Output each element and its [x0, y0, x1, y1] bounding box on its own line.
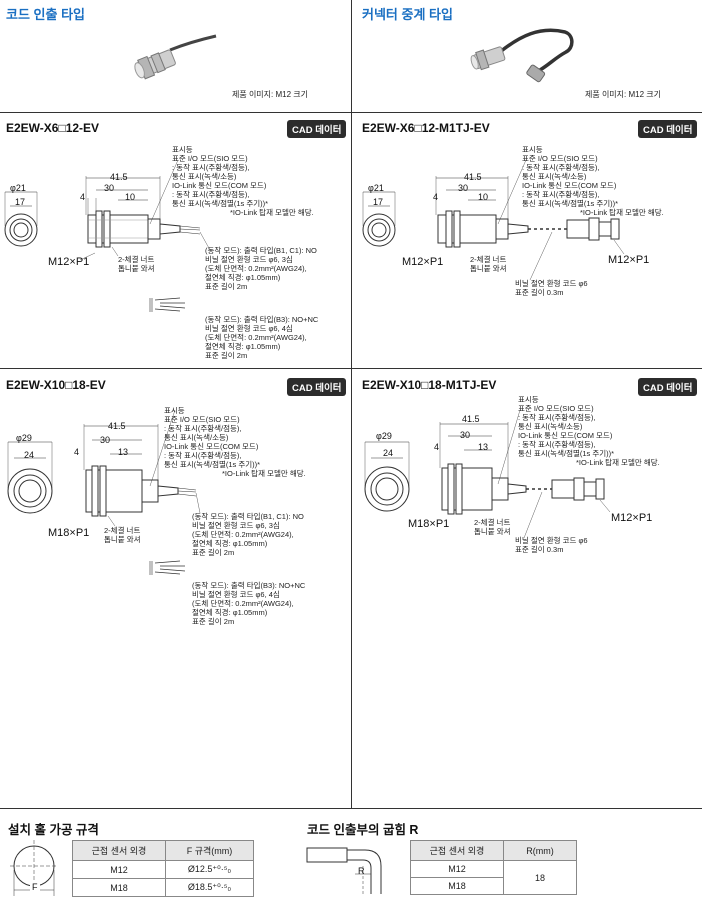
- panel3-thread: M18×P1: [48, 527, 90, 539]
- panel4-dim-13: 13: [478, 442, 489, 452]
- divider-2: [0, 368, 702, 369]
- panel3-drawing: [7, 409, 201, 575]
- panel2-dim-phi: φ21: [368, 183, 384, 193]
- sensor-photo-connector: [470, 28, 574, 83]
- panel4-dim-phi: φ29: [376, 431, 392, 441]
- panel1-cad-button[interactable]: CAD 데이터: [287, 120, 347, 138]
- mount-f-label: F: [30, 882, 40, 892]
- panel3-dim-41-5: 41.5: [108, 421, 126, 431]
- panel4-thread: M18×P1: [408, 518, 450, 530]
- panel1-dim-30: 30: [104, 183, 115, 193]
- mount-spec-table: 근접 센서 외경 F 규격(mm) M12 Ø12.5⁺⁰·⁵₀ M18 Ø18…: [72, 840, 254, 897]
- panel2-dim-inner: 17: [373, 197, 384, 207]
- panel1-model: E2EW-X6□12-EV: [6, 121, 100, 135]
- panel3-dim-13: 13: [118, 447, 129, 457]
- panel4-dim-30: 30: [460, 430, 471, 440]
- bend-r-value: 18: [503, 860, 577, 895]
- panel1-dim-10: 10: [125, 192, 136, 202]
- table-row: M18 Ø18.5⁺⁰·⁵₀: [72, 878, 254, 897]
- left-type-title: 코드 인출 타입: [6, 7, 85, 22]
- bend-header-r: R(mm): [503, 840, 577, 861]
- panel2-dim-41-5: 41.5: [464, 172, 482, 182]
- panel2-cad-button[interactable]: CAD 데이터: [638, 120, 698, 138]
- right-type-title: 커넥터 중계 타입: [362, 7, 453, 22]
- bend-radius-diagram: [306, 847, 382, 894]
- panel3-dim-inner: 24: [24, 450, 35, 460]
- panel4-model: E2EW-X10□18-M1TJ-EV: [362, 378, 497, 392]
- panel1-thread: M12×P1: [48, 256, 90, 268]
- panel4-dim-inner: 24: [383, 448, 394, 458]
- center-divider: [351, 0, 352, 808]
- panel3-dim-4: 4: [74, 447, 80, 457]
- panel2-connector-thread: M12×P1: [608, 254, 650, 266]
- table-row: M12 18: [410, 860, 577, 895]
- panel2-model: E2EW-X6□12-M1TJ-EV: [362, 121, 490, 135]
- bend-spec-table: 근접 센서 외경 R(mm) M12 18 M18: [410, 840, 577, 895]
- panel2-thread: M12×P1: [402, 256, 444, 268]
- bend-header-size: 근접 센서 외경: [410, 840, 504, 861]
- mount-hole-title: 설치 홀 가공 규격: [8, 823, 99, 837]
- panel1-dim-4: 4: [80, 192, 86, 202]
- panel1-drawing: [4, 159, 211, 312]
- panel4-dim-4: 4: [434, 442, 440, 452]
- bend-r-label: R: [358, 866, 365, 876]
- sensor-photo-cable: [134, 34, 217, 80]
- mount-header-size: 근접 센서 외경: [72, 840, 166, 861]
- panel4-connector-thread: M12×P1: [611, 512, 653, 524]
- panel1-dim-41-5: 41.5: [110, 172, 128, 182]
- mount-header-f: F 규격(mm): [165, 840, 254, 861]
- table-row: M18: [410, 877, 577, 895]
- panel3-model: E2EW-X10□18-EV: [6, 378, 106, 392]
- panel4-dim-41-5: 41.5: [462, 414, 480, 424]
- panel3-cad-button[interactable]: CAD 데이터: [287, 378, 347, 396]
- divider-3: [0, 808, 702, 809]
- panel2-dim-4: 4: [433, 192, 439, 202]
- left-photo-caption: 제품 이미지: M12 크기: [232, 90, 308, 99]
- panel3-dim-30: 30: [100, 435, 111, 445]
- panel2-dim-30: 30: [458, 183, 469, 193]
- panel1-dim-phi: φ21: [10, 183, 26, 193]
- divider-1: [0, 112, 702, 113]
- panel1-dim-inner: 17: [15, 197, 26, 207]
- bend-radius-title: 코드 인출부의 굽힘 R: [307, 823, 419, 837]
- right-photo-caption: 제품 이미지: M12 크기: [585, 90, 661, 99]
- panel4-cad-button[interactable]: CAD 데이터: [638, 378, 698, 396]
- panel2-dim-10: 10: [478, 192, 489, 202]
- panel4-drawing: [364, 409, 611, 539]
- panel2-drawing: [362, 159, 625, 281]
- panel3-dim-phi: φ29: [16, 433, 32, 443]
- table-row: M12 Ø12.5⁺⁰·⁵₀: [72, 860, 254, 879]
